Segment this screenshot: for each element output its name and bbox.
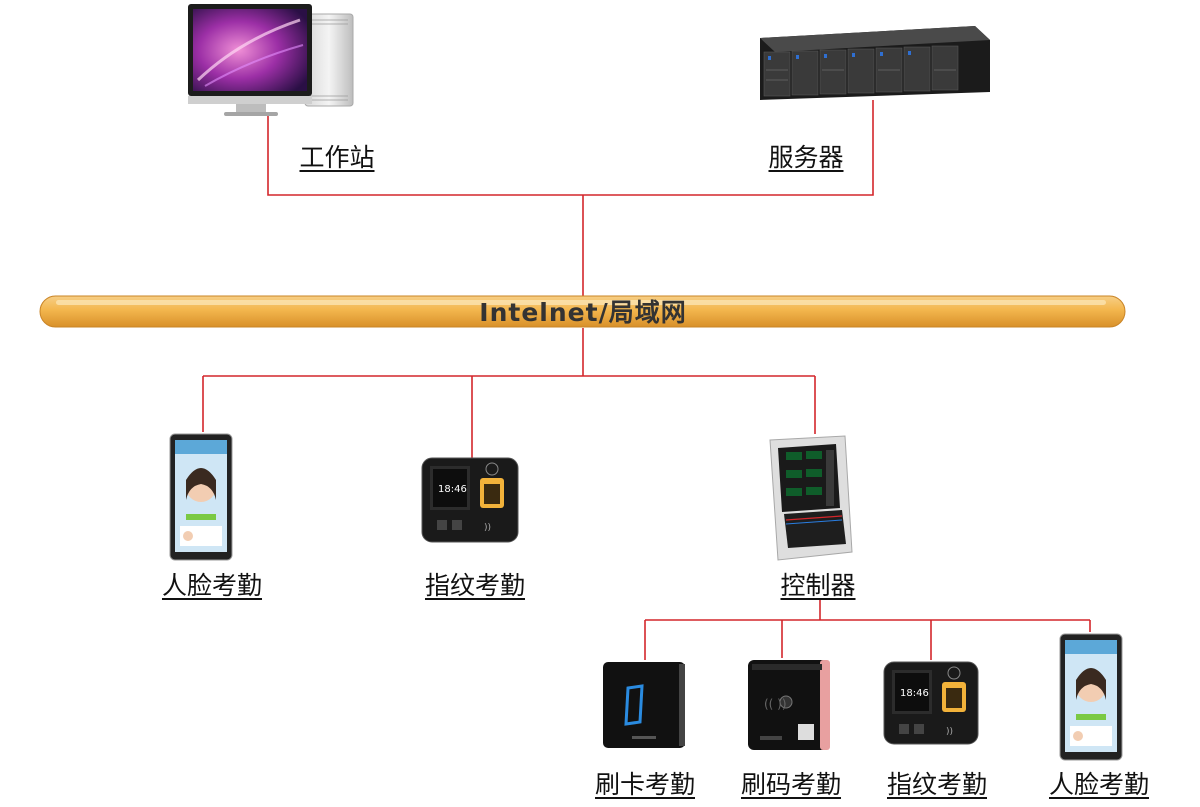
connection-lines — [202, 100, 1091, 660]
workstation-link — [267, 100, 874, 196]
controller-label: 控制器 — [780, 571, 856, 600]
card-reader-icon — [603, 662, 685, 748]
face-attendance-label: 人脸考勤 — [161, 571, 263, 600]
fingerprint-attendance-label: 指纹考勤 — [886, 770, 988, 799]
access-controller-icon — [769, 435, 853, 561]
screen-time: 18:46 — [900, 688, 929, 699]
svg-text:(( )): (( )) — [764, 697, 787, 711]
card-attendance-label: 刷卡考勤 — [594, 770, 696, 799]
fingerprint-terminal-icon: )) — [421, 457, 519, 543]
server-label: 服务器 — [768, 143, 844, 172]
face-terminal-icon — [169, 433, 233, 561]
svg-text:)): )) — [484, 523, 491, 533]
qr-attendance-label: 刷码考勤 — [740, 770, 842, 799]
fingerprint-terminal-icon: )) — [883, 661, 979, 745]
svg-text:)): )) — [946, 727, 953, 737]
face-attendance-label: 人脸考勤 — [1048, 770, 1150, 799]
qr-reader-icon: (( )) — [748, 660, 830, 750]
fingerprint-attendance-label: 指纹考勤 — [424, 571, 526, 600]
rack-server-icon — [760, 26, 990, 100]
workstation-label: 工作站 — [299, 143, 375, 172]
network-bus-label: Intelnet/局域网 — [479, 298, 687, 327]
screen-time: 18:46 — [438, 484, 467, 495]
network-bus — [39, 295, 1126, 328]
desktop-computer-icon — [188, 4, 354, 116]
face-terminal-icon — [1059, 633, 1123, 761]
